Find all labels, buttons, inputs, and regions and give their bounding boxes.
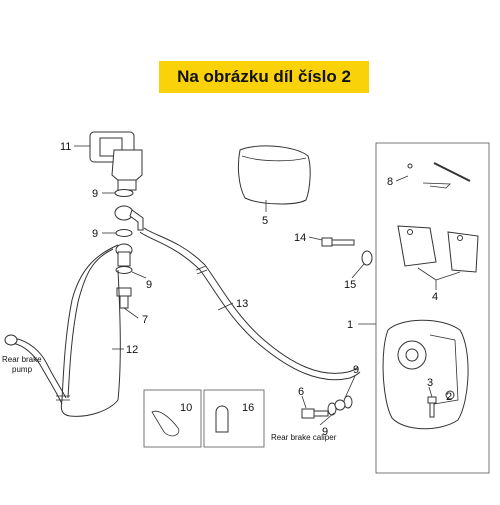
part-5-bag (237, 145, 311, 205)
hose-13 (139, 231, 361, 381)
banjo-fitting (114, 205, 144, 267)
caption-pump-line2: pump (12, 365, 33, 374)
callout-10: 10 (180, 402, 192, 414)
leader-lines (74, 145, 461, 426)
callout-11: 11 (60, 141, 71, 153)
caption-caliper: Rear brake caliper (271, 433, 337, 442)
hose-break-marks (56, 265, 208, 401)
callout-9a: 9 (92, 188, 98, 200)
part-number-banner: Na obrázku díl číslo 2 (159, 61, 369, 93)
callout-3: 3 (427, 377, 433, 389)
part-16-clamp (215, 405, 229, 433)
callout-5: 5 (262, 215, 268, 227)
callout-6: 6 (298, 386, 304, 398)
part-11-reservoir (89, 131, 143, 191)
callout-12: 12 (126, 344, 138, 356)
part-6-bolt (301, 408, 329, 419)
lower-banjo (334, 399, 346, 411)
banner-text: Na obrázku díl číslo 2 (177, 67, 351, 86)
callout-9b: 9 (92, 228, 98, 240)
part-15-washer (361, 250, 373, 266)
callout-9e: 9 (322, 426, 328, 438)
callout-8: 8 (387, 176, 393, 188)
caliper-group-box (375, 142, 490, 474)
caption-pump-line1: Rear brake (2, 355, 42, 364)
washer-9-mid (115, 229, 133, 237)
callout-7: 7 (142, 314, 148, 326)
part-10-box (143, 389, 202, 448)
callout-16: 16 (242, 402, 254, 414)
washer-9-top (114, 189, 134, 197)
hose-12 (60, 244, 121, 417)
part-10-clip (151, 410, 180, 437)
part-2-caliper (382, 319, 469, 430)
callout-9d: 9 (353, 364, 359, 376)
callout-13: 13 (236, 298, 248, 310)
part-16-box (203, 389, 265, 448)
pump-fitting (4, 334, 18, 346)
callout-4: 4 (432, 291, 438, 303)
part-4-brake-pads (397, 225, 479, 273)
part-14-bolt (321, 237, 355, 247)
callout-14: 14 (294, 232, 306, 244)
callout-2: 2 (446, 391, 452, 403)
callout-1: 1 (347, 319, 353, 331)
part-8-pin (407, 162, 471, 189)
callout-9c: 9 (146, 279, 152, 291)
callout-15: 15 (344, 279, 356, 291)
